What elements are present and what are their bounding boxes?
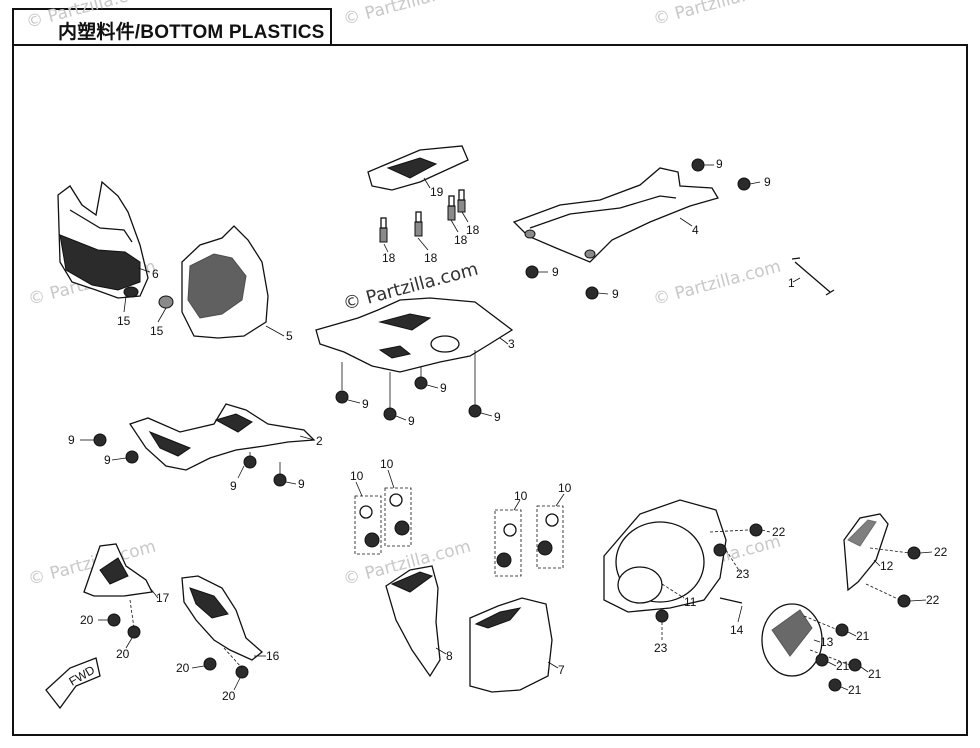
watermark: © Partzilla.com [651, 0, 783, 30]
part-7-panel [469, 597, 553, 693]
part-5-guard [158, 225, 269, 339]
callouts: 6 5 15 15 19 18 18 18 18 4 9 9 9 9 1 3 9… [68, 157, 948, 703]
callout-20: 20 [116, 647, 130, 661]
callout-9: 9 [408, 414, 415, 428]
callout-10: 10 [380, 457, 394, 471]
callout-9: 9 [362, 397, 369, 411]
title-box: 内塑料件/BOTTOM PLASTICS [12, 8, 332, 46]
watermark: © Partzilla.com [651, 257, 783, 310]
diagram-title: 内塑料件/BOTTOM PLASTICS [58, 22, 325, 43]
callout-14: 14 [730, 623, 744, 637]
callout-3: 3 [508, 337, 515, 351]
callout-23: 23 [654, 641, 668, 655]
fasteners-10 [354, 487, 564, 577]
callout-18: 18 [382, 251, 396, 265]
part-8-panel [385, 565, 441, 678]
callout-18: 18 [424, 251, 438, 265]
callout-9: 9 [230, 479, 237, 493]
callout-9: 9 [440, 381, 447, 395]
part-3-skid-plate [315, 297, 514, 421]
part-1-rod [791, 257, 835, 296]
watermark: © Partzilla.com [341, 0, 473, 30]
callout-1: 1 [788, 276, 795, 290]
callout-13: 13 [820, 635, 834, 649]
callout-10: 10 [514, 489, 528, 503]
callout-21: 21 [848, 683, 862, 697]
callout-15: 15 [150, 324, 164, 338]
callout-9: 9 [298, 477, 305, 491]
callout-10: 10 [558, 481, 572, 495]
callout-2: 2 [316, 434, 323, 448]
callout-7: 7 [558, 663, 565, 677]
callout-18: 18 [454, 233, 468, 247]
callout-23: 23 [736, 567, 750, 581]
callout-9: 9 [612, 287, 619, 301]
callout-15: 15 [117, 314, 131, 328]
callout-9: 9 [764, 175, 771, 189]
callout-16: 16 [266, 649, 280, 663]
part-2-skid-plate [93, 403, 316, 487]
callout-22: 22 [934, 545, 948, 559]
watermark: © Partzilla.com [24, 0, 156, 33]
part-13-cover [761, 603, 862, 692]
callout-21: 21 [836, 659, 850, 673]
arrow-fwd-icon: FWD [45, 657, 101, 710]
callout-6: 6 [152, 267, 159, 281]
callout-22: 22 [772, 525, 786, 539]
leader-lines [80, 164, 933, 691]
callout-17: 17 [156, 591, 170, 605]
callout-9: 9 [68, 433, 75, 447]
callout-21: 21 [856, 629, 870, 643]
callout-20: 20 [80, 613, 94, 627]
callout-19: 19 [430, 185, 444, 199]
part-11-cvt-cover [603, 499, 763, 623]
callout-5: 5 [286, 329, 293, 343]
part-4-skid-plate [512, 158, 751, 300]
diagram-frame [12, 44, 968, 736]
callout-9: 9 [494, 410, 501, 424]
callout-22: 22 [926, 593, 940, 607]
callout-21: 21 [868, 667, 882, 681]
part-16-guard [181, 575, 264, 679]
callout-9: 9 [716, 157, 723, 171]
callout-20: 20 [222, 689, 236, 703]
callout-8: 8 [446, 649, 453, 663]
callout-18: 18 [466, 223, 480, 237]
callout-20: 20 [176, 661, 190, 675]
part-6-guard [57, 180, 149, 299]
callout-4: 4 [692, 223, 699, 237]
part-17-guard [83, 543, 153, 639]
callout-10: 10 [350, 469, 364, 483]
callout-11: 11 [684, 595, 697, 609]
fasteners-18 [379, 189, 466, 243]
part-19-bracket [367, 145, 469, 191]
part-12-guard [843, 513, 921, 608]
callout-9: 9 [552, 265, 559, 279]
callout-12: 12 [880, 559, 894, 573]
callout-9: 9 [104, 453, 111, 467]
